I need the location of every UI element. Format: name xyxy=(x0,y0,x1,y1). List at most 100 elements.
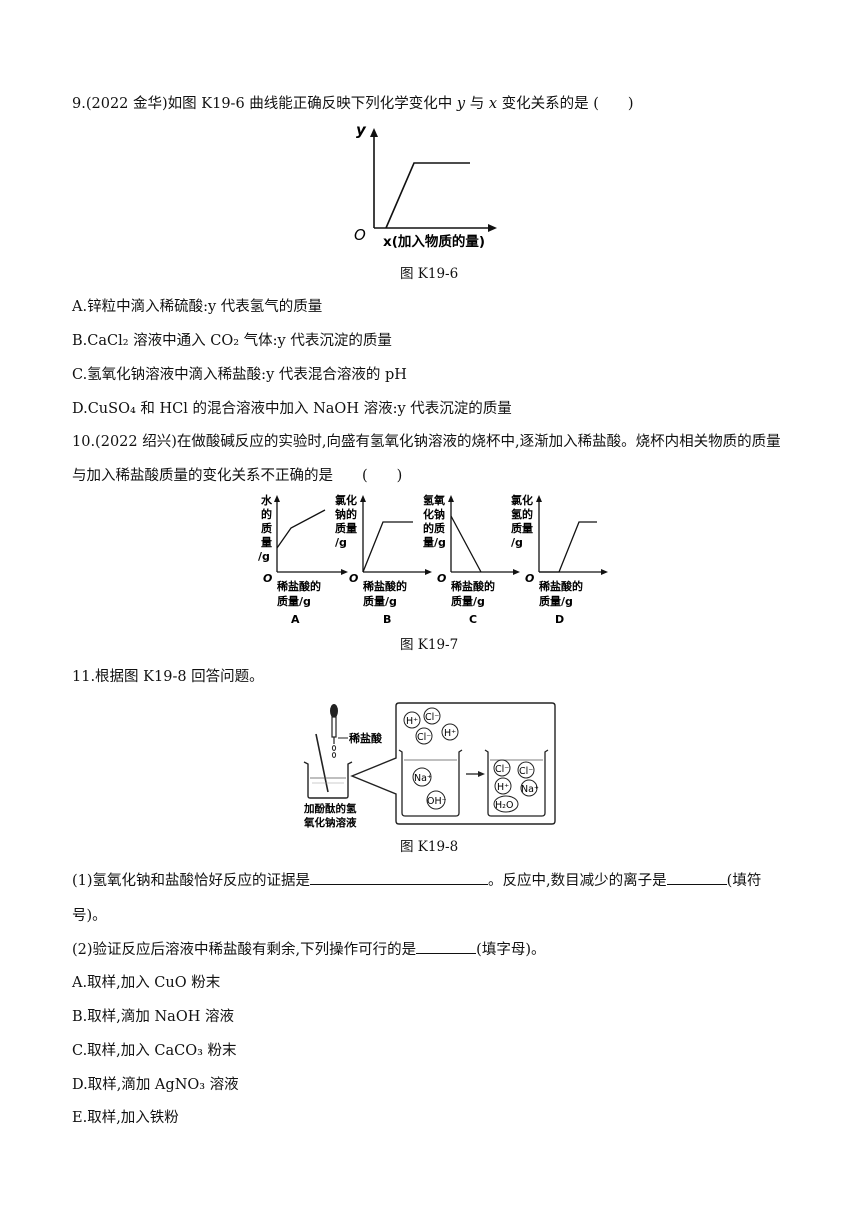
answer-blank-evidence[interactable] xyxy=(310,870,489,885)
figure-k19-6: y O x(加入物质的量) xyxy=(354,121,497,250)
answer-blank-choice[interactable] xyxy=(416,939,477,954)
ion-top-2: Cl⁻ xyxy=(425,712,439,723)
chart-c-origin: O xyxy=(437,572,446,585)
chart-b-xlabel-1: 稀盐酸的 xyxy=(363,579,407,593)
chart-b-ylabel-1: 氯化 xyxy=(335,493,357,507)
chart-c-letter: C xyxy=(469,613,477,626)
ion-top-1: H⁺ xyxy=(406,716,418,727)
figure-k19-8: 稀盐酸 加酚酞的氢 氧化钠溶液 H⁺ Cl⁻ Cl⁻ H⁺ Na⁺ OH⁻ Cl… xyxy=(303,702,556,829)
chart-c-ylabel-2: 化钠 xyxy=(423,507,445,521)
ion-circle xyxy=(412,767,432,787)
q11-part1-text-b: 。反应中,数目减少的离子是 xyxy=(488,873,667,889)
q11-stem: 11.根据图 K19-8 回答问题。 xyxy=(72,669,264,685)
chart-a-ylabel-2: 的 xyxy=(261,507,272,521)
chart-b-ylabel-4: /g xyxy=(335,536,347,549)
figure-k19-7: 水 的 质 量 /g O 稀盐酸的 质量/g A 氯化 钠的 质量 /g O 稀… xyxy=(258,493,608,626)
ion-circle xyxy=(494,777,512,795)
ion-top-4: H⁺ xyxy=(444,728,456,739)
q11-option-c: C.取样,加入 CaCO₃ 粉末 xyxy=(72,1043,237,1059)
ion-right-1: Cl⁻ xyxy=(495,764,509,775)
chart-b-letter: B xyxy=(383,613,391,626)
fig7-caption: 图 K19-7 xyxy=(400,637,459,653)
ion-right-3: H⁺ xyxy=(497,782,509,793)
q9-stem-mid: 与 xyxy=(465,96,489,112)
right-beaker xyxy=(484,749,549,817)
chart-a-origin: O xyxy=(263,572,272,585)
chart-d-curve xyxy=(539,521,597,573)
q9-option-b: B.CaCl₂ 溶液中通入 CO₂ 气体:y 代表沉淀的质量 xyxy=(72,333,392,349)
chart-b-x-arrow xyxy=(425,569,432,575)
q11-part1-text-a: (1)氢氧化钠和盐酸恰好反应的证据是 xyxy=(72,873,311,889)
fig7-chart-c: 氢氧 化钠 的质 量/g O 稀盐酸的 质量/g C xyxy=(423,493,520,626)
q11-part2-text: (2)验证反应后溶液中稀盐酸有剩余,下列操作可行的是 xyxy=(72,942,417,958)
q9-stem-post: 变化关系的是 ( ) xyxy=(497,96,634,112)
zoom-callout xyxy=(350,702,556,825)
chart-d-origin: O xyxy=(525,572,534,585)
fig7-chart-a: 水 的 质 量 /g O 稀盐酸的 质量/g A xyxy=(258,493,348,626)
chart-d-letter: D xyxy=(555,613,564,626)
chart-c-xlabel-1: 稀盐酸的 xyxy=(451,579,495,593)
fig6-y-arrow xyxy=(370,128,378,137)
chart-d-xlabel-1: 稀盐酸的 xyxy=(539,579,583,593)
q11-part1: (1)氢氧化钠和盐酸恰好反应的证据是。反应中,数目减少的离子是(填符 xyxy=(72,870,761,891)
chart-a-x-arrow xyxy=(341,569,348,575)
chart-d-ylabel-1: 氯化 xyxy=(511,493,533,507)
chart-d-ylabel-2: 氢的 xyxy=(511,507,533,521)
ion-circle xyxy=(493,795,519,813)
chart-c-ylabel-1: 氢氧 xyxy=(423,493,445,507)
fig6-curve xyxy=(385,162,470,229)
fig8-caption: 图 K19-8 xyxy=(400,839,459,855)
chart-b-xlabel-2: 质量/g xyxy=(363,594,397,608)
ion-circle xyxy=(493,759,511,777)
q9-stem-pre: 9.(2022 金华)如图 K19-6 曲线能正确反映下列化学变化中 xyxy=(72,96,457,112)
chart-c-xlabel-2: 质量/g xyxy=(451,594,485,608)
q10-stem-line1: 10.(2022 绍兴)在做酸碱反应的实验时,向盛有氢氧化钠溶液的烧杯中,逐渐加… xyxy=(72,434,781,450)
ion-right-4: Na⁺ xyxy=(521,784,539,795)
q11-option-b: B.取样,滴加 NaOH 溶液 xyxy=(72,1009,234,1025)
answer-blank-ion[interactable] xyxy=(666,870,727,885)
chart-a-letter: A xyxy=(291,613,300,626)
chart-d-ylabel-3: 质量 xyxy=(511,521,533,535)
ion-circle xyxy=(403,711,421,729)
ion-circle xyxy=(441,723,459,741)
small-beaker xyxy=(303,761,353,799)
ion-left-2: OH⁻ xyxy=(427,796,447,807)
chart-b-curve xyxy=(362,521,413,573)
ion-circle xyxy=(423,707,441,725)
chart-a-y-arrow xyxy=(274,495,280,502)
chart-b-y-arrow xyxy=(360,495,366,502)
q9-var-y: y xyxy=(456,96,466,112)
q9-option-c: C.氢氧化钠溶液中滴入稀盐酸:y 代表混合溶液的 pH xyxy=(72,367,407,383)
fig6-origin: O xyxy=(354,226,366,244)
chart-a-xlabel-1: 稀盐酸的 xyxy=(277,579,321,593)
ion-right-5: H₂O xyxy=(495,800,513,811)
q9-option-d: D.CuSO₄ 和 HCl 的混合溶液中加入 NaOH 溶液:y 代表沉淀的质量 xyxy=(72,401,512,417)
chart-a-curve xyxy=(276,509,326,549)
fig6-caption: 图 K19-6 xyxy=(400,266,459,282)
chart-c-ylabel-3: 的质 xyxy=(423,521,445,535)
ion-circle xyxy=(415,727,433,745)
q11-option-a: A.取样,加入 CuO 粉末 xyxy=(72,975,221,991)
q11-part2-end: (填字母)。 xyxy=(476,942,546,958)
chart-c-ylabel-4: 量/g xyxy=(423,536,446,549)
chart-a-ylabel-4: 量 xyxy=(261,536,272,549)
fig6-x-arrow xyxy=(488,224,497,232)
chart-a-ylabel-3: 质 xyxy=(261,521,272,535)
chart-a-ylabel-5: /g xyxy=(258,550,270,563)
beaker-label-2: 氧化钠溶液 xyxy=(303,816,357,829)
chart-d-y-arrow xyxy=(536,495,542,502)
beaker-label-1: 加酚酞的氢 xyxy=(303,802,357,815)
chart-d-x-arrow xyxy=(601,569,608,575)
ion-top-3: Cl⁻ xyxy=(417,732,431,743)
ion-right-2: Cl⁻ xyxy=(519,766,533,777)
ion-circle xyxy=(517,761,535,779)
chart-b-ylabel-3: 质量 xyxy=(335,521,357,535)
q10-stem-line2: 与加入稀盐酸质量的变化关系不正确的是 ( ) xyxy=(72,468,403,484)
q9-option-a: A.锌粒中滴入稀硫酸:y 代表氢气的质量 xyxy=(72,299,323,315)
fig6-y-label: y xyxy=(356,121,367,139)
ion-circle xyxy=(426,790,446,810)
fig7-chart-b: 氯化 钠的 质量 /g O 稀盐酸的 质量/g B xyxy=(335,493,432,626)
reaction-arrow-head xyxy=(478,771,485,777)
chart-c-y-arrow xyxy=(448,495,454,502)
chart-b-ylabel-2: 钠的 xyxy=(335,507,357,521)
